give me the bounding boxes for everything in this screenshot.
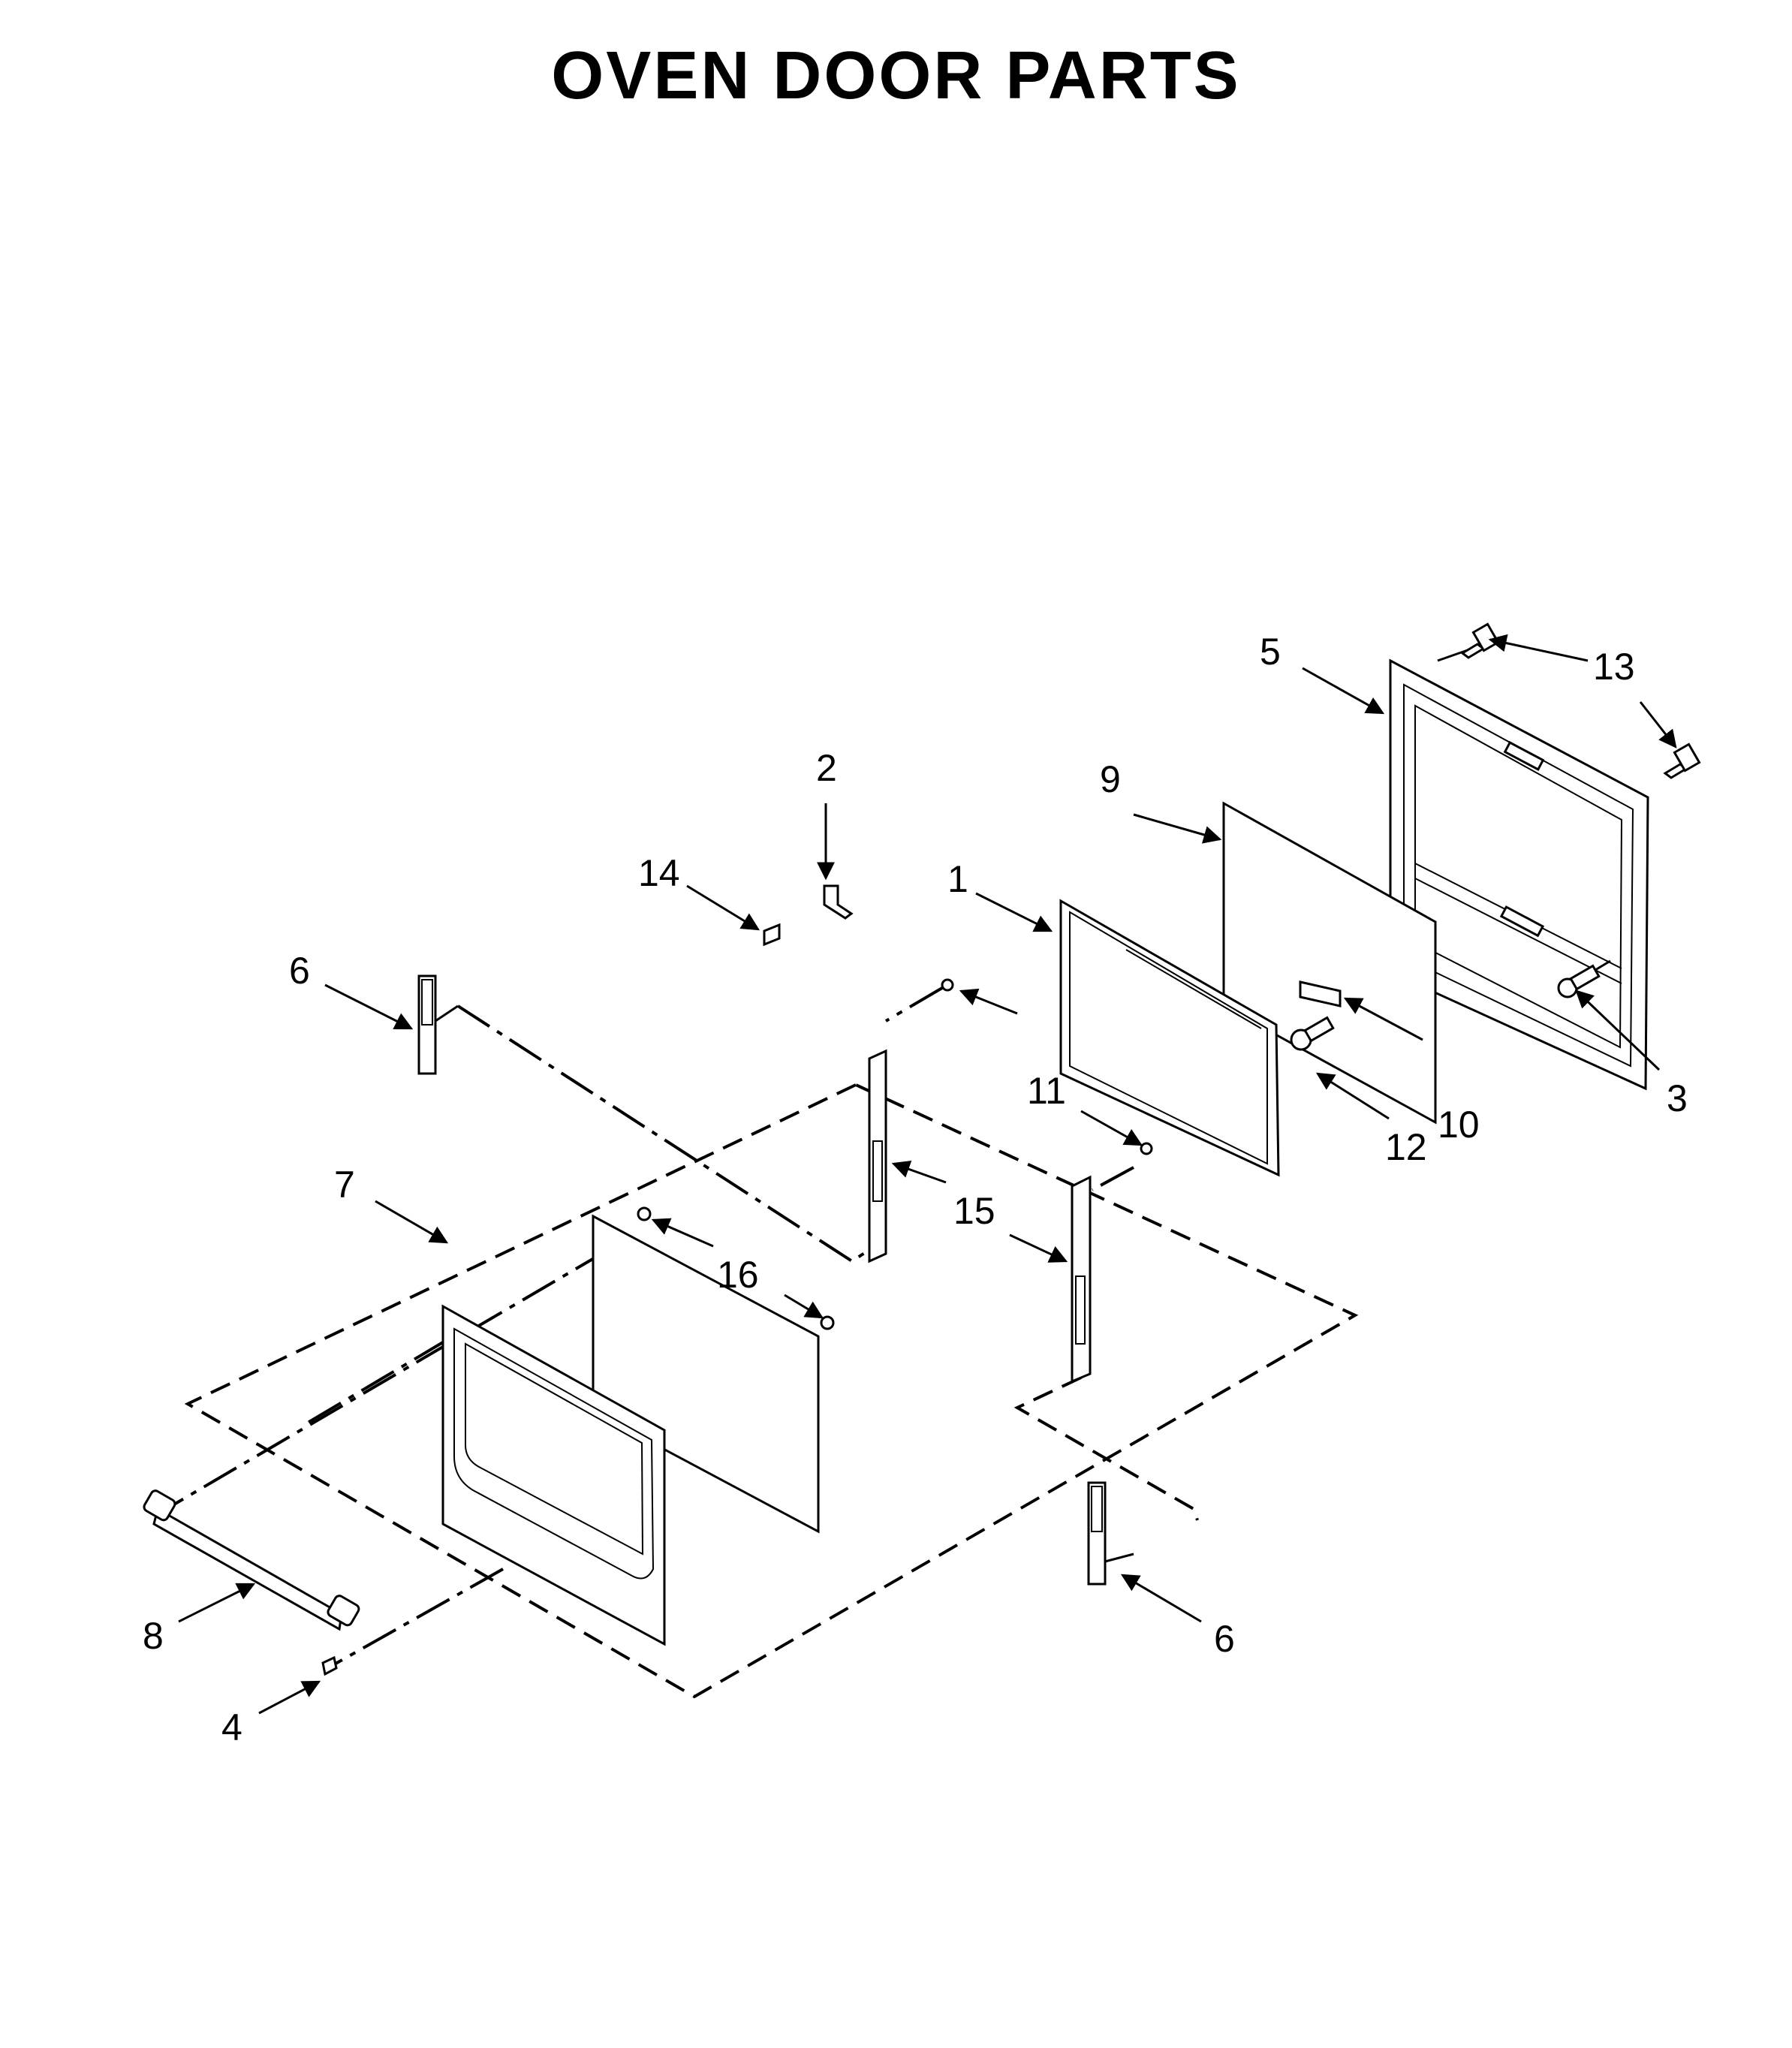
part-13-screws [1437,622,1701,779]
page-title: OVEN DOOR PARTS [551,38,1241,113]
callout-2: 2 [816,747,837,789]
leader-arrows [178,634,1677,1715]
part-4-spacer [321,1655,338,1676]
callout-7: 7 [334,1164,355,1206]
callout-5: 5 [1260,631,1281,673]
callout-10: 10 [1438,1104,1480,1146]
callout-6-bottom: 6 [1214,1618,1235,1660]
callout-1: 1 [947,858,968,900]
part-15-hinge-receiver-left [868,1049,887,1263]
part-10-bracket [1299,980,1342,1007]
part-14-clip [763,923,781,947]
part-outer-glass [592,1214,820,1534]
callout-15: 15 [953,1190,995,1232]
part-1-inner-glass-frame [1059,899,1280,1177]
part-2-clip [823,884,854,920]
assembly-outline-7 [184,1083,1359,1699]
part-9-glass-panel [1222,801,1437,1125]
callout-13: 13 [1593,646,1635,688]
callout-4: 4 [221,1706,242,1748]
part-6-hinge-bottom [1087,1481,1134,1586]
part-6-hinge-top [417,974,459,1075]
callout-11: 11 [1027,1070,1066,1112]
callout-6-top: 6 [289,950,310,992]
assembly-outline-hinge-right [1013,1376,1199,1521]
part-8-door-handle [143,1489,360,1631]
callout-9: 9 [1100,758,1121,800]
part-11-screws [941,978,1153,1155]
part-12-screw [1290,1016,1335,1051]
callout-12: 12 [1385,1126,1427,1168]
callout-3: 3 [1667,1077,1688,1119]
part-outer-door-panel [441,1304,666,1646]
part-3-screw [1557,959,1611,998]
callout-16: 16 [717,1254,759,1296]
part-15-hinge-receiver-right [1071,1175,1092,1384]
callout-8: 8 [143,1615,164,1657]
part-16-plugs [637,1206,835,1330]
callout-14: 14 [638,852,680,894]
